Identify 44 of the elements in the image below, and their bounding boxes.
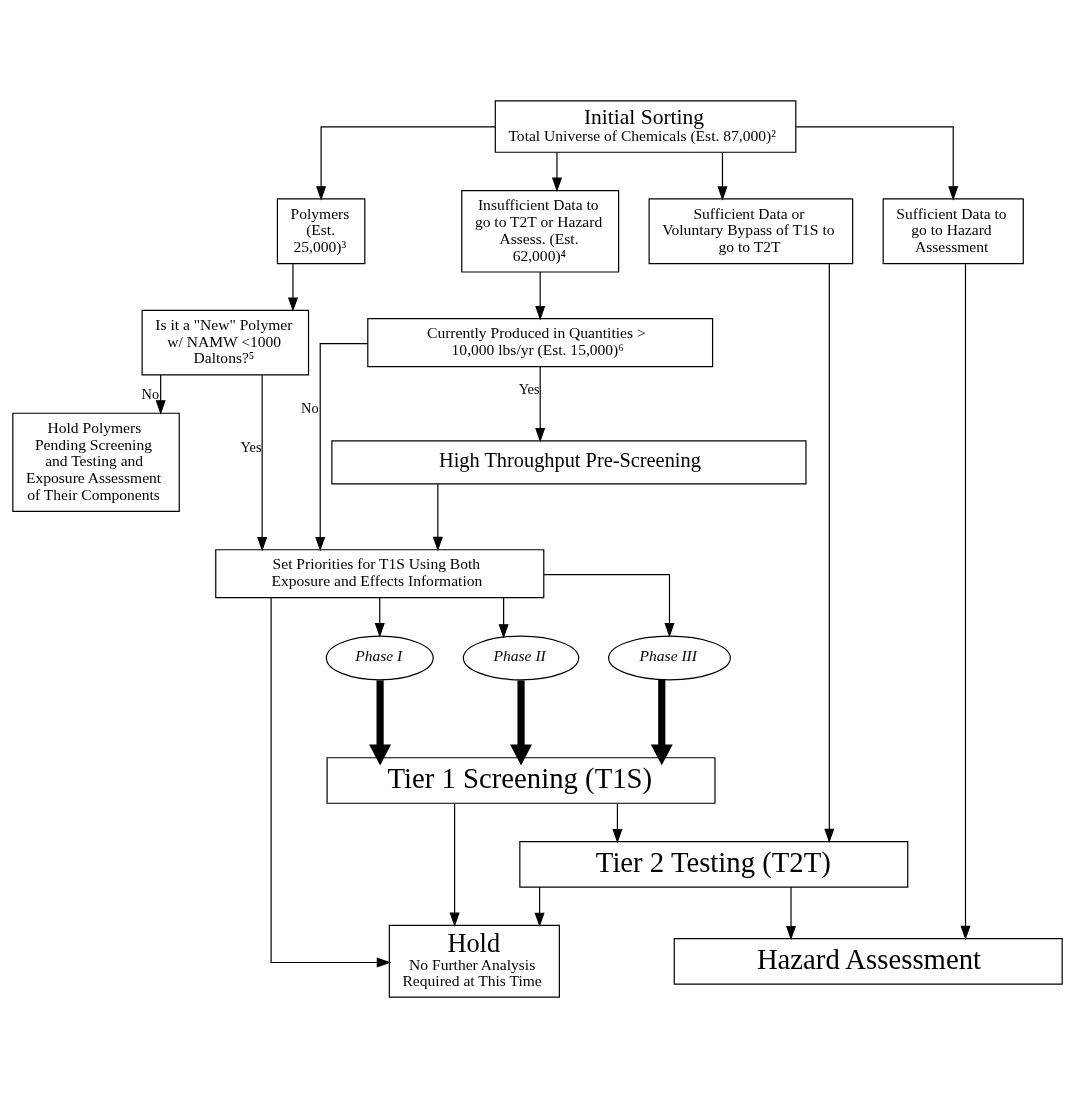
arrow bbox=[535, 271, 546, 320]
arrow bbox=[612, 802, 623, 843]
arrow bbox=[543, 573, 675, 637]
arrow bbox=[551, 151, 562, 192]
node-box: High Throughput Pre-Screening bbox=[331, 439, 807, 484]
node-box: Insufficient Data to go to T2T or Hazard Assess. (Est. 62,000)⁴ bbox=[461, 189, 620, 273]
arrow bbox=[369, 679, 392, 765]
edge-label: Yes bbox=[518, 380, 540, 397]
arrow bbox=[498, 596, 509, 639]
node-box: Hazard Assessment bbox=[673, 937, 1063, 985]
node-ellipse: Phase III bbox=[608, 635, 731, 680]
node-box: Is it a "New" Polymer w/ NAMW <1000 Daltons?⁵ bbox=[141, 309, 310, 376]
node-box: Tier 1 Screening (T1S) bbox=[326, 756, 716, 804]
arrow bbox=[510, 679, 532, 765]
arrow bbox=[449, 802, 460, 927]
arrow bbox=[717, 151, 728, 201]
node-box: Tier 2 Testing (T2T) bbox=[519, 840, 909, 888]
node-box: Sufficient Data to go to Hazard Assessment bbox=[882, 197, 1024, 264]
arrow bbox=[155, 373, 166, 415]
arrow bbox=[534, 886, 545, 927]
arrow bbox=[960, 262, 971, 940]
node-box: Polymers (Est. 25,000)³ bbox=[276, 197, 366, 264]
node-box: Sufficient Data or Voluntary Bypass of T1S to go to T2T bbox=[648, 197, 854, 264]
arrow bbox=[432, 483, 443, 551]
arrow bbox=[287, 263, 298, 312]
arrow bbox=[270, 596, 392, 968]
arrow bbox=[315, 342, 368, 551]
node-box: Hold No Further Analysis Required at This Time bbox=[388, 924, 560, 998]
edge-label: No bbox=[141, 385, 160, 402]
edge-label: Yes bbox=[240, 438, 262, 455]
node-ellipse: Phase II bbox=[462, 635, 580, 680]
node-box: Currently Produced in Quantities > 10,000 lbs/yr (Est. 15,000)⁶ bbox=[367, 317, 714, 367]
arrow bbox=[824, 262, 835, 843]
node-ellipse: Phase I bbox=[325, 635, 434, 680]
arrow bbox=[785, 886, 797, 940]
node-box: Set Priorities for T1S Using Both Exposure and Effects Information bbox=[215, 548, 545, 598]
arrow bbox=[374, 596, 385, 637]
edge-label: No bbox=[301, 399, 319, 416]
arrow bbox=[535, 365, 546, 442]
arrow bbox=[316, 125, 496, 201]
arrow bbox=[257, 374, 268, 551]
node-box: Initial Sorting Total Universe of Chemicals (Est. 87,000)² bbox=[494, 99, 797, 153]
arrow bbox=[795, 125, 959, 201]
node-box: Hold Polymers Pending Screening and Testing and Exposure Assessment of Their Components bbox=[12, 412, 180, 512]
